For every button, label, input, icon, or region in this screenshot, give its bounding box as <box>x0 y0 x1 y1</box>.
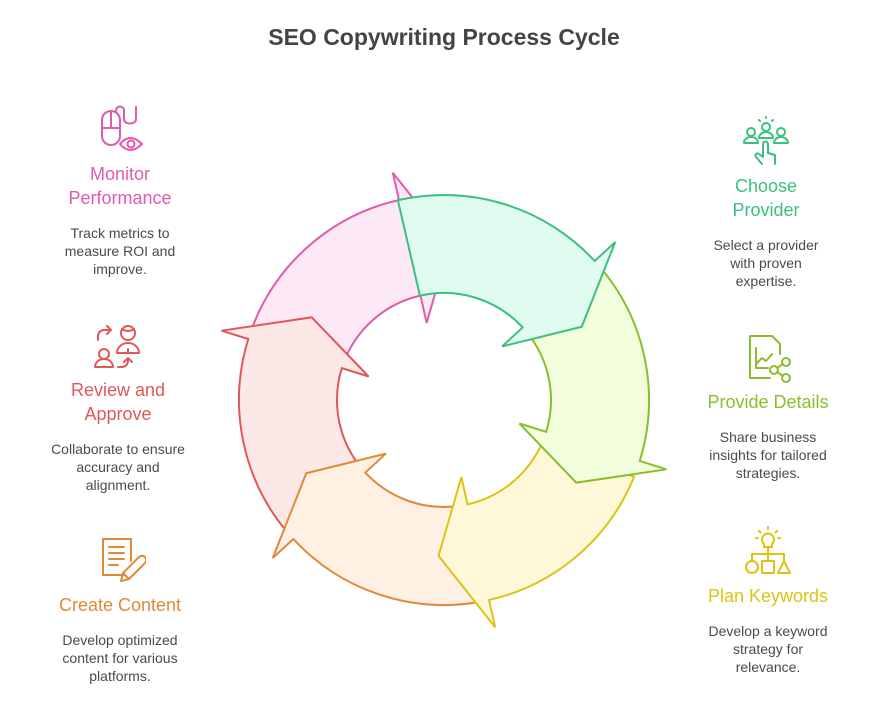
step-label-line: Review and <box>70 380 166 400</box>
people-pointing-hand-icon <box>740 116 792 168</box>
step-label-line: Provider <box>732 200 800 220</box>
step-label-line: Provide Details <box>707 392 829 412</box>
step-provide-details: Provide Details Share business insights … <box>673 332 863 482</box>
step-label-line: Monitor <box>89 164 151 184</box>
step-description: Develop optimized content for various pl… <box>62 632 178 684</box>
step-monitor-performance: Monitor Performance Track metrics to mea… <box>25 104 215 278</box>
step-description: Select a provider with proven expertise. <box>713 237 819 289</box>
step-create-content: Create Content Develop optimized content… <box>25 535 215 685</box>
document-chart-share-icon <box>742 332 794 384</box>
step-description: Develop a keyword strategy for relevance… <box>708 623 828 675</box>
cycle-arrow-choose-provider <box>396 194 617 348</box>
step-description: Track metrics to measure ROI and improve… <box>64 225 176 277</box>
mouse-eye-icon <box>94 104 146 156</box>
step-label-line: Create Content <box>58 595 182 615</box>
step-plan-keywords: Plan Keywords Develop a keyword strategy… <box>673 526 863 676</box>
step-description: Collaborate to ensure accuracy and align… <box>51 441 185 493</box>
people-exchange-icon <box>92 320 144 372</box>
cycle-arrow-plan-keywords <box>437 438 636 628</box>
step-review-approve: Review and Approve Collaborate to ensure… <box>23 320 213 494</box>
step-label-line: Plan Keywords <box>707 586 829 606</box>
diagram-title: SEO Copywriting Process Cycle <box>268 24 620 50</box>
document-pencil-icon <box>94 535 148 587</box>
step-label-line: Performance <box>68 188 172 208</box>
step-description: Share business insights for tailored str… <box>709 429 827 481</box>
step-label-line: Choose <box>734 176 798 196</box>
lightbulb-hierarchy-icon <box>742 526 794 578</box>
cycle-arrow-create-content <box>271 452 481 606</box>
step-choose-provider: Choose Provider Select a provider with p… <box>671 116 861 290</box>
step-label-line: Approve <box>84 404 152 424</box>
